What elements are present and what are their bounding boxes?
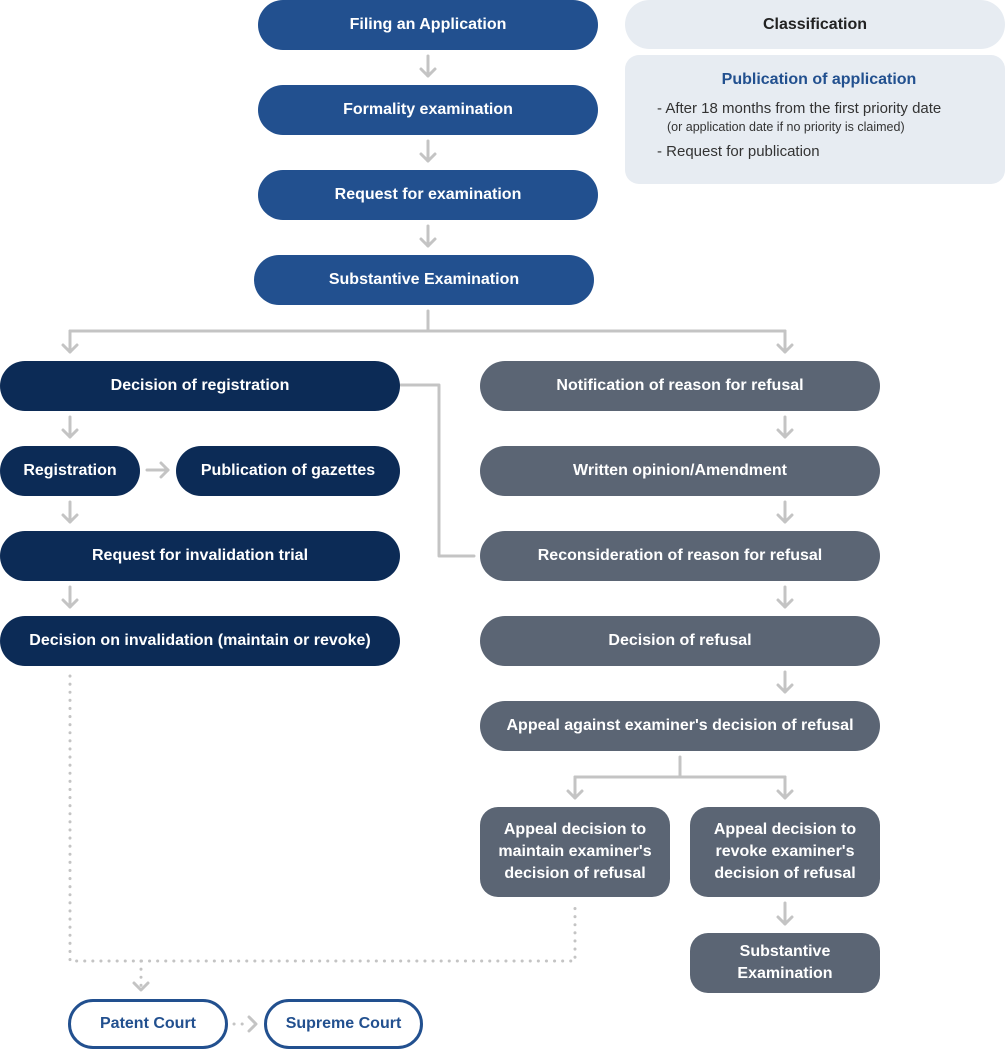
arrow-invalidation-to-decision: [61, 585, 79, 609]
node-supreme-court: Supreme Court: [264, 999, 423, 1049]
arrow-reconsideration-to-refusal: [776, 585, 794, 609]
node-formality-examination: Formality examination: [258, 85, 598, 135]
arrow-notification-to-opinion: [776, 415, 794, 439]
arrowhead-supreme-court: [247, 1015, 258, 1033]
arrow-opinion-to-reconsideration: [776, 500, 794, 524]
node-notification-refusal: Notification of reason for refusal: [480, 361, 880, 411]
publication-item-note: (or application date if no priority is c…: [667, 120, 905, 134]
node-publication-gazettes: Publication of gazettes: [176, 446, 400, 496]
arrow-refusal-to-appeal: [776, 670, 794, 694]
node-reconsideration-refusal: Reconsideration of reason for refusal: [480, 531, 880, 581]
arrow-filing-to-formality: [419, 54, 437, 78]
publication-title: Publication of application: [721, 71, 917, 88]
arrow-registration-to-invalidation: [61, 500, 79, 524]
arrow-request-to-substantive: [419, 224, 437, 248]
node-appeal-refusal: Appeal against examiner's decision of re…: [480, 701, 880, 751]
node-request-examination: Request for examination: [258, 170, 598, 220]
publication-item-18-months: - After 18 months from the first priorit…: [657, 100, 942, 117]
link-registration-reconsideration: [399, 383, 476, 558]
node-appeal-maintain: Appeal decision to maintain examiner's d…: [480, 807, 670, 897]
node-written-opinion: Written opinion/Amendment: [480, 446, 880, 496]
node-request-invalidation-trial: Request for invalidation trial: [0, 531, 400, 581]
node-registration: Registration: [0, 446, 140, 496]
publication-item-request: - Request for publication: [657, 143, 820, 160]
node-decision-invalidation: Decision on invalidation (maintain or re…: [0, 616, 400, 666]
arrow-decision-to-registration: [61, 415, 79, 439]
arrow-revoke-to-substantive: [776, 901, 794, 926]
classification-header: Classification: [625, 0, 1005, 49]
node-appeal-revoke: Appeal decision to revoke examiner's dec…: [690, 807, 880, 897]
node-decision-refusal: Decision of refusal: [480, 616, 880, 666]
arrow-formality-to-request: [419, 139, 437, 163]
node-patent-court: Patent Court: [68, 999, 228, 1049]
split-after-appeal: [566, 755, 794, 800]
node-substantive-examination-2: Substantive Examination: [690, 933, 880, 993]
node-decision-registration: Decision of registration: [0, 361, 400, 411]
arrow-registration-to-gazettes: [145, 461, 170, 479]
arrowhead-patent-court: [132, 981, 150, 992]
split-after-substantive: [61, 309, 794, 354]
classification-panel: Publication of application - After 18 mo…: [625, 55, 1005, 184]
node-substantive-examination: Substantive Examination: [254, 255, 594, 305]
node-filing-application: Filing an Application: [258, 0, 598, 50]
